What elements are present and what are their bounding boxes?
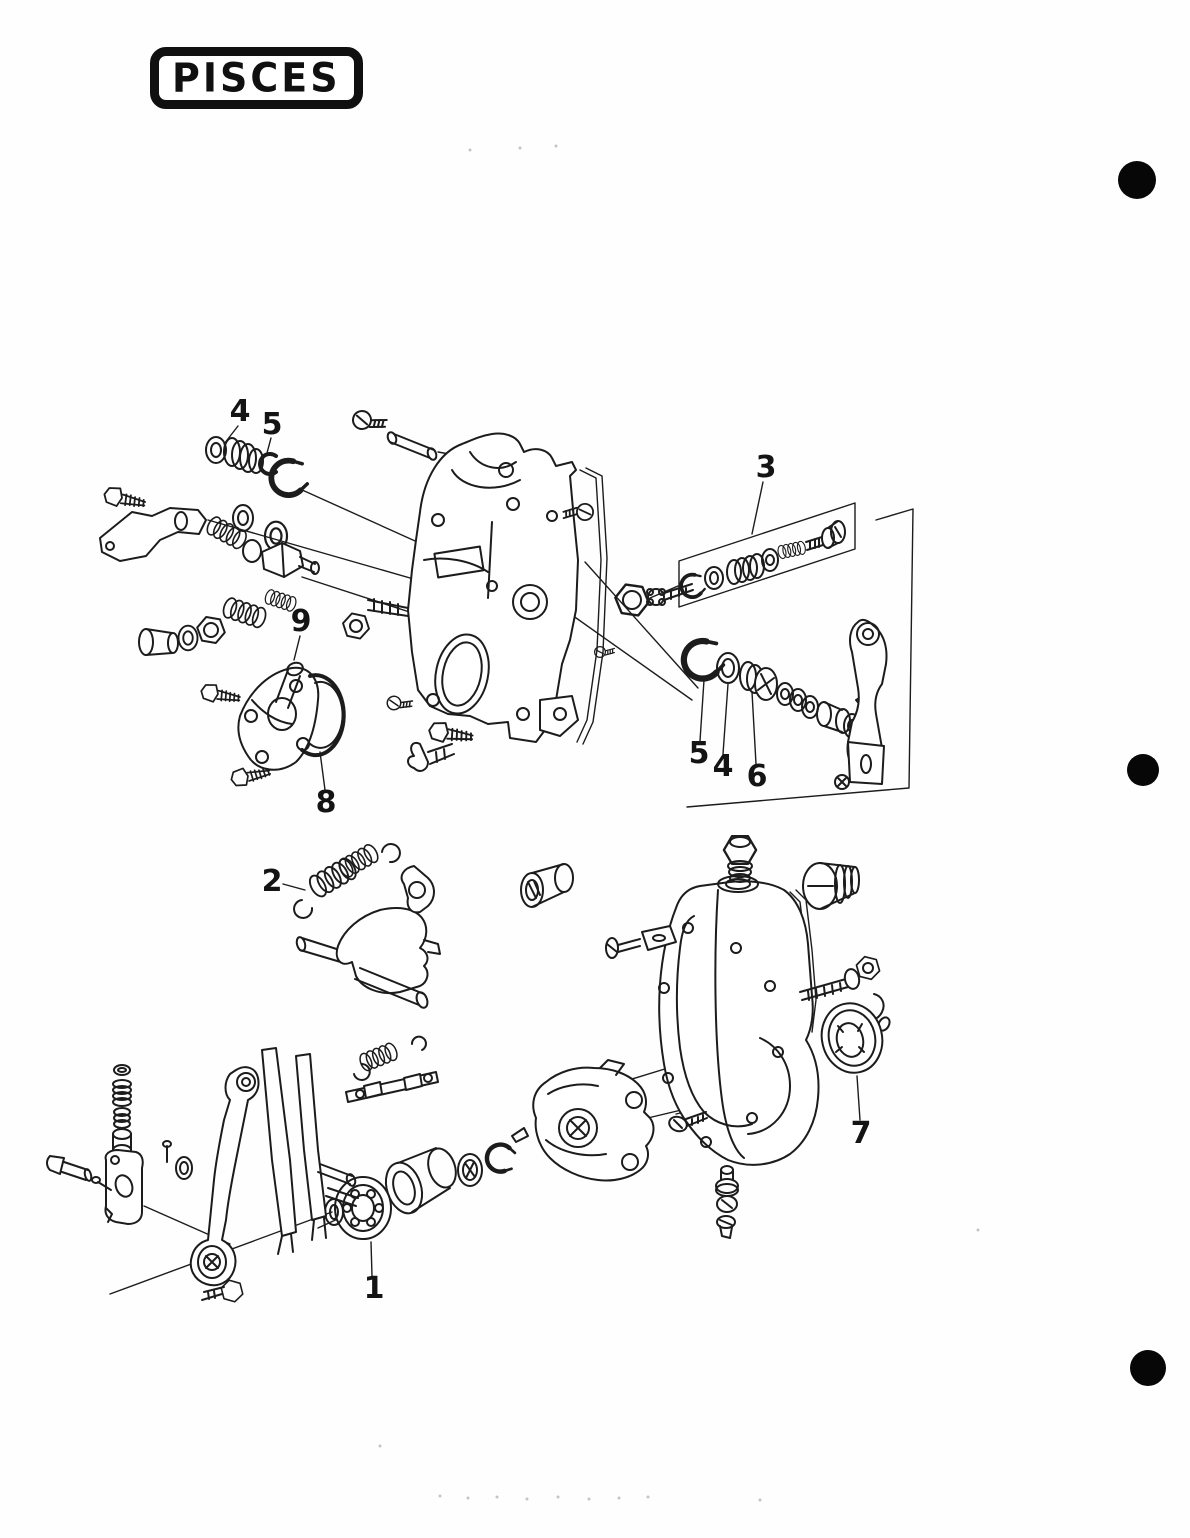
spring-icon xyxy=(203,514,250,552)
callout-numbers: 4 5 3 9 5 4 6 8 2 7 1 xyxy=(230,394,872,1306)
threaded-spacer-icon xyxy=(520,863,574,908)
callout-4-upper: 4 xyxy=(230,394,251,429)
callout-5-upper: 5 xyxy=(262,407,283,442)
trunnion-block-assembly xyxy=(104,1064,144,1225)
shim-ring-icon xyxy=(242,539,262,563)
timing-cover-housing xyxy=(407,432,608,745)
callout-4-mid: 4 xyxy=(713,749,734,784)
registration-dot xyxy=(1127,754,1159,786)
spring-icon xyxy=(220,595,269,630)
cover-plate-assembly xyxy=(198,661,346,789)
bolt-icon xyxy=(426,719,475,747)
pin-and-washer xyxy=(162,1140,193,1180)
governor-lever-arm xyxy=(834,618,888,790)
lower-assembly xyxy=(46,835,891,1305)
callout-2: 2 xyxy=(262,864,283,899)
screw-plug-icon xyxy=(802,862,860,910)
snap-ring-icon xyxy=(484,1142,516,1174)
registration-dot xyxy=(1130,1350,1166,1386)
oil-seal-icon xyxy=(820,1002,884,1074)
scan-noise xyxy=(378,144,980,1502)
callout-8: 8 xyxy=(316,785,337,820)
fork-lever-casting xyxy=(295,865,441,1009)
pisces-logo: PISCES xyxy=(150,47,363,109)
cross-screw-icon xyxy=(646,583,694,606)
spring-plunger-4-icon xyxy=(205,436,264,474)
group3-parts xyxy=(676,520,846,602)
registration-dots xyxy=(1118,161,1166,1386)
callout-1: 1 xyxy=(364,1271,385,1306)
callout-5-mid: 5 xyxy=(689,736,710,771)
washer-icon xyxy=(177,624,199,652)
hex-nut-icon xyxy=(194,614,228,646)
hex-bolt-icon xyxy=(201,1277,247,1305)
group-546-parts xyxy=(679,636,875,739)
bushing-cylinder-icon xyxy=(384,1147,457,1215)
pisces-logo-text: PISCES xyxy=(172,54,341,102)
ball-bearing-1-icon xyxy=(334,1176,392,1240)
spring-and-bar xyxy=(345,1035,439,1103)
wing-bolt-icon xyxy=(407,742,455,772)
callout-9: 9 xyxy=(291,604,312,639)
registration-dot xyxy=(1118,161,1156,199)
drain-plug-set xyxy=(715,1165,739,1239)
screw-icon xyxy=(350,408,389,436)
adjusting-bolt-icon xyxy=(101,484,148,513)
key-icon xyxy=(511,1127,529,1143)
callout-3: 3 xyxy=(756,450,777,485)
flyweight-assembly xyxy=(532,1059,655,1182)
pivot-screw-icon xyxy=(668,1111,708,1133)
group-outline-box xyxy=(686,508,914,808)
screw-icon xyxy=(385,694,414,713)
filler-plug-icon xyxy=(722,835,758,883)
callout-leaders xyxy=(223,425,861,1277)
tension-spring-icon xyxy=(293,841,401,919)
hex-fitting-icon xyxy=(261,542,320,578)
clamp-screw-icon xyxy=(605,925,677,959)
callout-7: 7 xyxy=(851,1116,872,1151)
governor-fork-levers xyxy=(189,1047,359,1287)
group3-box xyxy=(678,502,856,608)
governor-housing xyxy=(658,875,820,1166)
snap-ring-5-icon xyxy=(258,452,309,499)
long-screw-icon xyxy=(799,954,891,1032)
plug-icon xyxy=(138,628,179,656)
clevis-bolt-icon xyxy=(46,1155,112,1191)
upper-assembly xyxy=(99,408,914,808)
threaded-bushing-icon xyxy=(457,1153,483,1187)
callout-6: 6 xyxy=(747,759,768,794)
stop-lever-plate-icon xyxy=(99,507,207,562)
stud-and-nut-icon xyxy=(339,598,409,641)
dowel-pin-icon xyxy=(386,431,438,461)
hex-nut-icon xyxy=(612,582,652,618)
